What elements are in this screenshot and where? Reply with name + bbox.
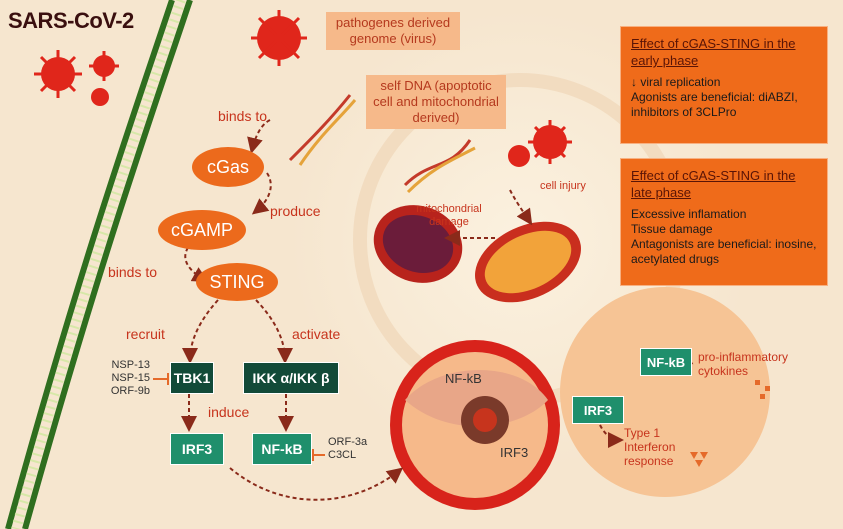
late-phase-heading: Effect of cGAS-STING in the late phase bbox=[631, 168, 796, 200]
self-dna-label: self DNA (apoptotic cell and mitochondri… bbox=[366, 75, 506, 129]
early-phase-panel: Effect of cGAS-STING in the early phase … bbox=[620, 26, 828, 144]
mitochondrion-icon bbox=[373, 205, 581, 303]
inhibition-marks bbox=[153, 373, 325, 461]
inhibitors-nfkb: ORF-3a C3CL bbox=[328, 436, 367, 462]
node-cgamp: cGAMP bbox=[158, 210, 246, 250]
cell-icon bbox=[390, 340, 560, 510]
page-title: SARS-CoV-2 bbox=[8, 8, 134, 33]
early-phase-heading: Effect of cGAS-STING in the early phase bbox=[631, 36, 796, 68]
response-irf3: IRF3 bbox=[572, 396, 624, 424]
late-phase-panel: Effect of cGAS-STING in the late phase E… bbox=[620, 158, 828, 286]
edge-produce: produce bbox=[270, 203, 321, 219]
proinflammatory-label: pro-inflammatory cytokines bbox=[698, 350, 789, 378]
inhibitor-nsp15: NSP-15 bbox=[111, 372, 150, 384]
edge-induce: induce bbox=[208, 404, 250, 420]
mito-damage-label: mitochondrial damage bbox=[416, 203, 482, 228]
node-sting: STING bbox=[196, 263, 278, 301]
early-phase-line: Agonists are beneficial: diABZI, inhibit… bbox=[631, 90, 798, 119]
cell-membrane bbox=[5, 0, 193, 529]
response-nfkb: NF-kB bbox=[640, 348, 692, 376]
node-cgas: cGas bbox=[192, 147, 264, 187]
inhibitor-nsp13: NSP-13 bbox=[111, 359, 150, 371]
late-phase-line: Tissue damage bbox=[631, 222, 713, 236]
edge-binds-to: binds to bbox=[218, 108, 268, 124]
late-phase-line: Antagonists are beneficial: inosine, ace… bbox=[631, 237, 817, 266]
inhibitor-orf3a: ORF-3a bbox=[328, 436, 368, 448]
node-tbk1: TBK1 bbox=[170, 362, 214, 394]
node-ikk: IKK α/IKK β bbox=[243, 362, 339, 394]
cell-irf3-label: IRF3 bbox=[500, 445, 529, 460]
early-phase-line: ↓ viral replication bbox=[631, 75, 721, 89]
node-irf3: IRF3 bbox=[170, 433, 224, 465]
edge-recruit: recruit bbox=[126, 326, 165, 342]
cytokine-icon bbox=[690, 380, 770, 467]
inhibitor-orf9b: ORF-9b bbox=[110, 385, 150, 397]
cell-injury-label: cell injury bbox=[540, 180, 586, 192]
pathogen-label: pathogenes derived genome (virus) bbox=[326, 12, 460, 50]
virus-icon bbox=[34, 10, 572, 167]
cell-nfkb-label: NF-kB bbox=[445, 371, 482, 386]
node-nfkb: NF-kB bbox=[252, 433, 312, 465]
edge-binds-to-sting: binds to bbox=[108, 264, 158, 280]
late-phase-line: Excessive inflamation bbox=[631, 207, 747, 221]
inhibitors-tbk1: NSP-13 NSP-15 ORF-9b bbox=[104, 359, 150, 398]
interferon-label: Type 1 Interferon response bbox=[624, 426, 676, 468]
inhibitor-c3cl: C3CL bbox=[328, 449, 357, 461]
edge-activate: activate bbox=[292, 326, 341, 342]
